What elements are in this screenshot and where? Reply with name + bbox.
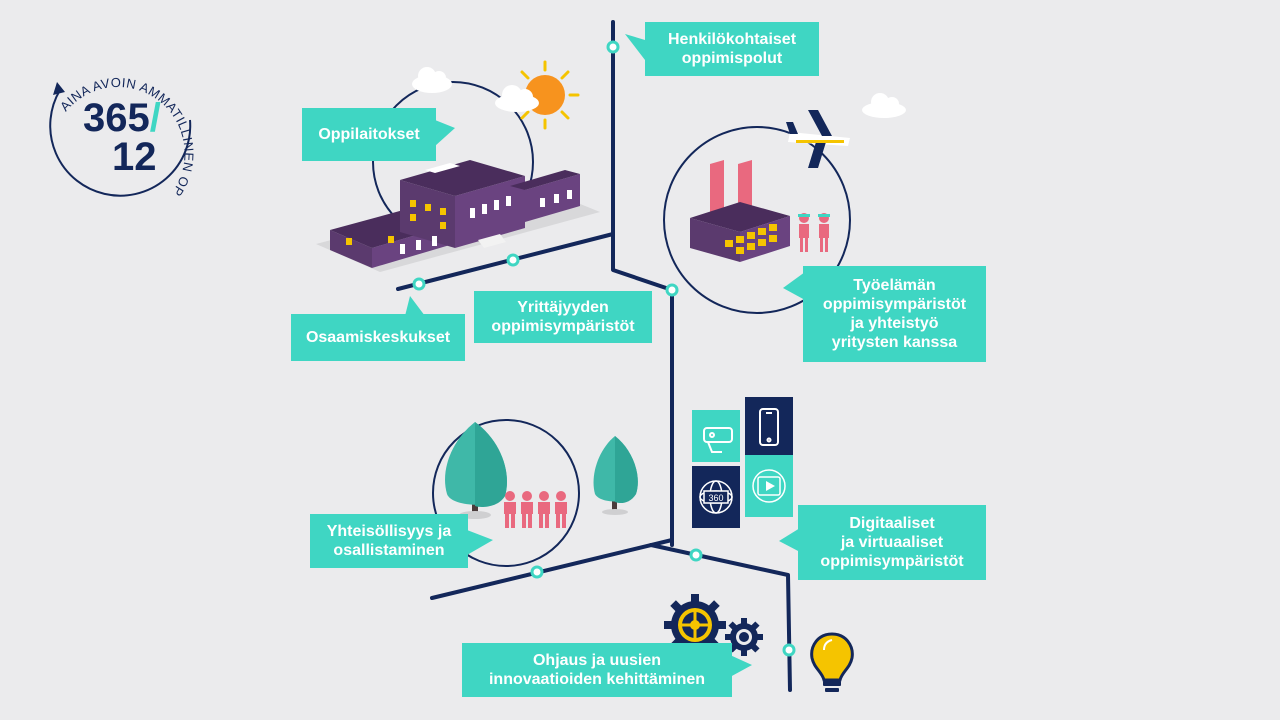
label-line: ja virtuaaliset [840, 534, 944, 551]
label-line: Osaamiskeskukset [305, 329, 451, 346]
360-view-icon: 360 [699, 480, 733, 514]
logo-denominator: 12 [112, 135, 157, 179]
label-yhteisollisyys: Yhteisöllisyys ja osallistaminen [310, 514, 468, 568]
smartphone-icon [759, 408, 779, 446]
station-henkilokohtaiset [606, 40, 620, 54]
factory-circle [663, 126, 851, 314]
video-player-icon [752, 469, 786, 503]
logo-numerator: 365/ [83, 96, 161, 140]
label-line: Yhteisöllisyys ja [326, 523, 452, 540]
stations [412, 40, 796, 657]
vr-headset-icon [703, 427, 733, 453]
label-line: Ohjaus ja uusien [532, 652, 662, 669]
station-osaamiskeskukset [412, 277, 426, 291]
label-digitaaliset: Digitaaliset ja virtuaaliset oppimisympä… [798, 505, 986, 580]
label-line: Yrittäjyyden [517, 299, 609, 316]
label-line: oppimisympäristöt [820, 553, 964, 570]
label-tyoelaman: Työelämän oppimisympäristöt ja yhteistyö… [803, 266, 986, 362]
station-digitaaliset [689, 548, 703, 562]
label-line: ja yhteistyö [850, 315, 939, 332]
svg-text:360: 360 [708, 493, 723, 503]
label-line: yritysten kanssa [831, 334, 958, 351]
label-line: innovaatioiden kehittäminen [488, 671, 706, 688]
community-circle [432, 419, 580, 567]
label-yrittajyyden: Yrittäjyyden oppimisympäristöt [474, 291, 652, 343]
station-yrittajyyden [506, 253, 520, 267]
label-line: oppimisympäristöt [491, 318, 635, 335]
label-henkilokohtaiset: Henkilökohtaiset oppimispolut [645, 22, 819, 76]
station-yhteisollisyys [530, 565, 544, 579]
logo-numerator-value: 365 [83, 96, 150, 140]
smartphone-tile [745, 397, 793, 459]
tree-icon-small [593, 436, 638, 515]
station-ohjaus [782, 643, 796, 657]
logo-slash: / [149, 96, 161, 140]
factory-icon [690, 160, 790, 262]
label-pointers [405, 34, 805, 677]
label-line: osallistaminen [333, 542, 445, 559]
tree-icon [445, 422, 507, 519]
label-oppilaitokset: Oppilaitokset [302, 108, 436, 161]
label-ohjaus: Ohjaus ja uusien innovaatioiden kehittäm… [462, 643, 732, 697]
label-line: Työelämän [853, 277, 936, 294]
label-line: oppimispolut [681, 50, 783, 67]
station-tyoelaman [665, 283, 679, 297]
label-osaamiskeskukset: Osaamiskeskukset [291, 314, 465, 361]
lightbulb-icon [810, 632, 854, 692]
airplane-icon [786, 110, 850, 168]
cloud-icon [412, 67, 906, 118]
label-line: oppimisympäristöt [822, 296, 967, 313]
school-building-icon [316, 160, 600, 272]
workers-people-icon [798, 213, 830, 252]
community-people-icon [504, 491, 567, 528]
label-line: Digitaaliset [849, 515, 935, 532]
label-line: Oppilaitokset [318, 126, 420, 143]
label-line: Henkilökohtaiset [667, 31, 797, 48]
